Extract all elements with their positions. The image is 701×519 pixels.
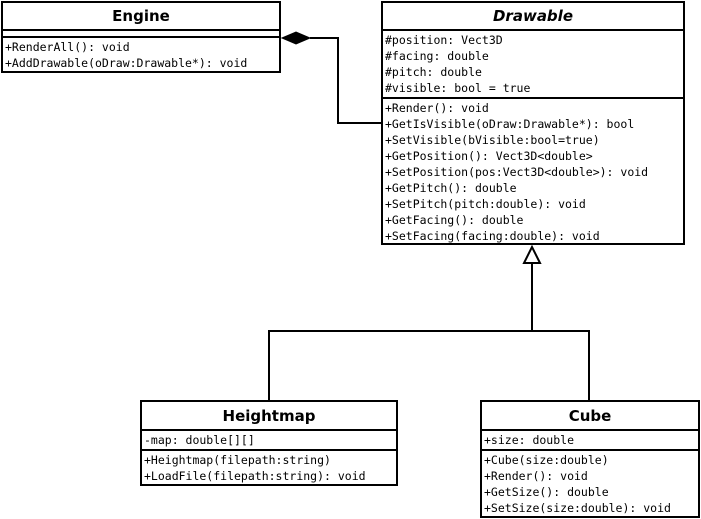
operation: +Heightmap(filepath:string) [144, 453, 331, 467]
class-drawable-name: Drawable [383, 3, 683, 31]
operation: +SetSize(size:double): void [484, 501, 671, 515]
class-drawable-attributes: #position: Vect3D #facing: double #pitch… [383, 31, 683, 99]
operation: +GetFacing(): double [385, 213, 524, 227]
operation: +LoadFile(filepath:string): void [144, 469, 366, 483]
composition-diamond-icon [280, 31, 312, 45]
class-heightmap: Heightmap -map: double[][] +Heightmap(fi… [140, 400, 398, 486]
operation: +Cube(size:double) [484, 453, 609, 467]
operation: +GetPosition(): Vect3D<double> [385, 149, 593, 163]
class-engine-operations: +RenderAll(): void +AddDrawable(oDraw:Dr… [3, 38, 279, 72]
class-engine-name: Engine [3, 3, 279, 31]
generalization-line-cube [532, 330, 590, 401]
operation: +GetPitch(): double [385, 181, 517, 195]
attribute: #position: Vect3D [385, 33, 503, 47]
class-heightmap-attributes: -map: double[][] [142, 431, 396, 451]
operation: +SetPosition(pos:Vect3D<double>): void [385, 165, 649, 179]
operation: +Render(): void [385, 101, 489, 115]
operation: +GetSize(): double [484, 485, 609, 499]
operation: +SetPitch(pitch:double): void [385, 197, 586, 211]
attribute: +size: double [484, 433, 575, 447]
operation: +GetIsVisible(oDraw:Drawable*): bool [385, 117, 635, 131]
operation: +SetFacing(facing:double): void [385, 229, 600, 243]
class-heightmap-operations: +Heightmap(filepath:string) +LoadFile(fi… [142, 451, 396, 485]
operation: +SetVisible(bVisible:bool=true) [385, 133, 600, 147]
attribute: #facing: double [385, 49, 489, 63]
class-drawable-operations: +Render(): void +GetIsVisible(oDraw:Draw… [383, 99, 683, 245]
operation: +RenderAll(): void [5, 40, 130, 54]
operation: +Render(): void [484, 469, 588, 483]
class-engine-attributes [3, 31, 279, 38]
attribute: #visible: bool = true [385, 81, 531, 95]
class-cube: Cube +size: double +Cube(size:double) +R… [480, 400, 700, 518]
generalization-line-heightmap [268, 330, 532, 401]
class-cube-operations: +Cube(size:double) +Render(): void +GetS… [482, 451, 698, 517]
class-cube-attributes: +size: double [482, 431, 698, 451]
class-drawable: Drawable #position: Vect3D #facing: doub… [381, 1, 685, 245]
operation: +AddDrawable(oDraw:Drawable*): void [5, 56, 248, 70]
class-cube-name: Cube [482, 402, 698, 431]
class-engine: Engine +RenderAll(): void +AddDrawable(o… [1, 1, 281, 73]
attribute: #pitch: double [385, 65, 482, 79]
generalization-arrow-icon [522, 244, 542, 264]
class-heightmap-name: Heightmap [142, 402, 396, 431]
attribute: -map: double[][] [144, 433, 255, 447]
composition-line [310, 37, 382, 124]
